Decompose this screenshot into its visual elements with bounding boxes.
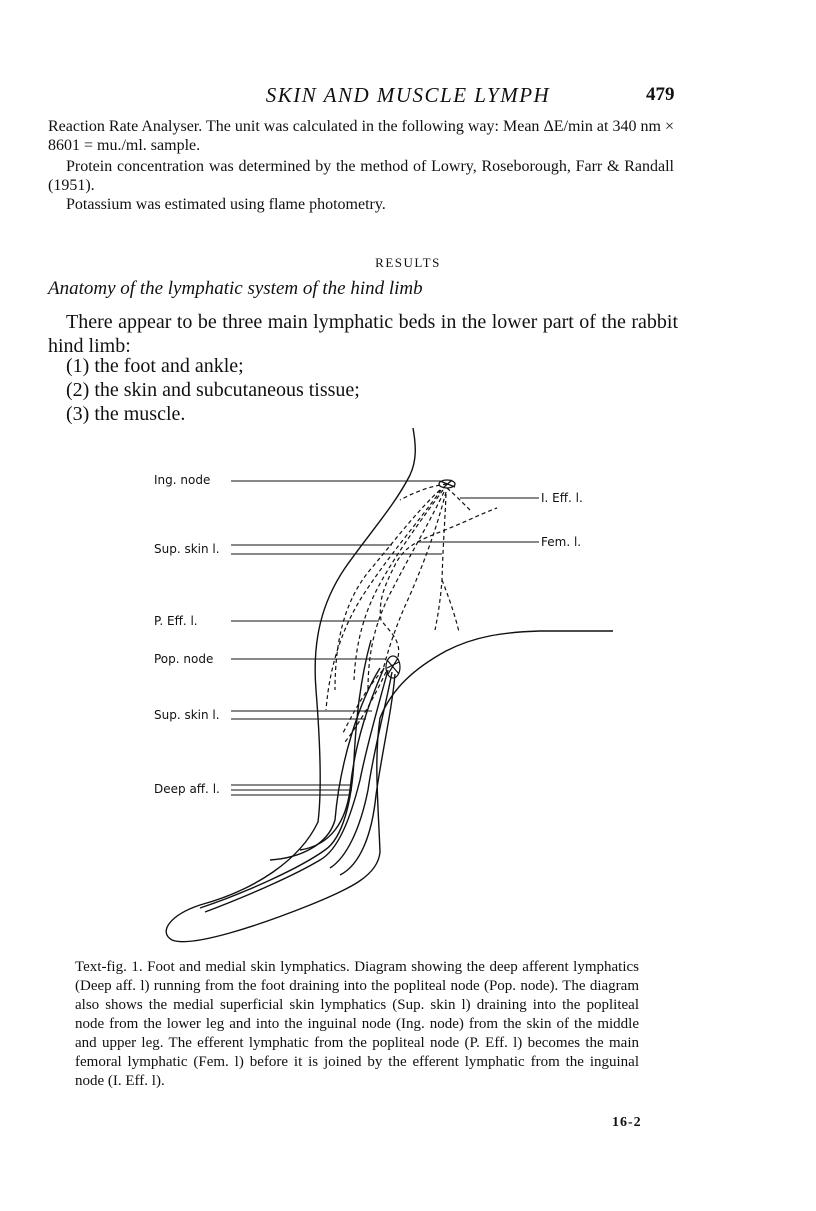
label-p-eff: P. Eff. l. xyxy=(154,614,198,628)
label-ing-node: Ing. node xyxy=(154,473,210,487)
label-deep-aff: Deep aff. l. xyxy=(154,782,220,796)
label-i-eff: I. Eff. l. xyxy=(541,491,583,505)
sup-skin-vessel-upper xyxy=(383,492,446,670)
label-fem: Fem. l. xyxy=(541,535,581,549)
label-sup-skin-lower: Sup. skin l. xyxy=(154,708,220,722)
inguinal-efferent-vessel xyxy=(447,488,472,512)
label-sup-skin-upper: Sup. skin l. xyxy=(154,542,220,556)
sup-skin-vessel-upper xyxy=(326,490,441,710)
skin-collateral-vessel xyxy=(435,494,446,630)
popliteal-efferent-vessel xyxy=(380,508,497,657)
leg-outline-inner xyxy=(200,640,371,908)
popliteal-node-icon xyxy=(386,656,400,678)
figure-caption: Text-fig. 1. Foot and medial skin lympha… xyxy=(75,958,639,1091)
page-signature: 16-2 xyxy=(612,1115,642,1131)
skin-collateral-vessel xyxy=(442,580,459,632)
label-pop-node: Pop. node xyxy=(154,652,213,666)
